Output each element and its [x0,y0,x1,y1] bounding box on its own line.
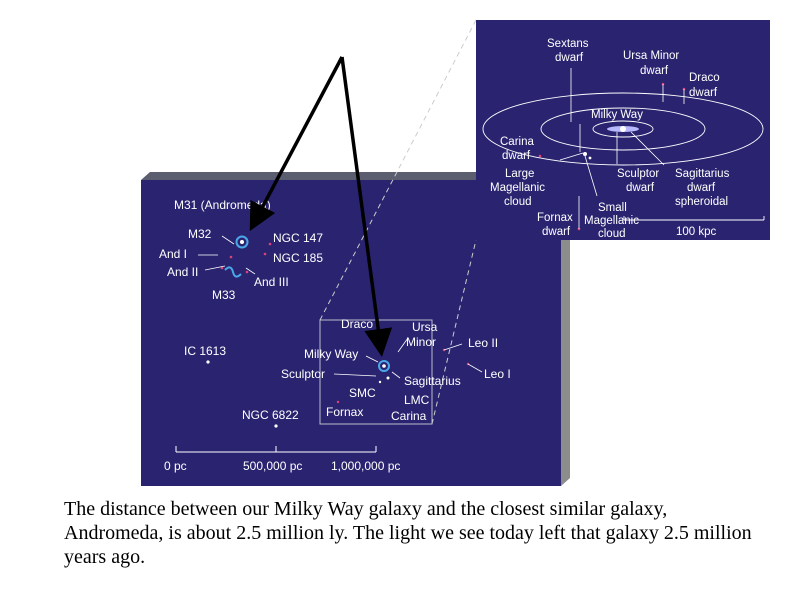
main-panel-top-face [141,172,570,180]
inset-label-smc-3: cloud [598,228,626,240]
label-ngc185: NGC 185 [273,251,323,265]
ngc6822-marker [274,424,278,428]
inset-labels: Sextans dwarf Ursa Minor dwarf Draco dwa… [490,38,730,240]
scale-tick-500k: 500,000 pc [243,459,302,473]
arrow-to-andromeda [249,56,344,232]
inset-label-smc-1: Small [598,202,627,214]
label-ic1613: IC 1613 [184,344,226,358]
inset-scale-label: 100 kpc [676,226,717,238]
and1-marker [229,255,233,259]
label-fornax: Fornax [326,405,363,419]
m33-spiral-icon [224,266,242,278]
inset-label-lmc-3: cloud [504,196,532,208]
inset-label-milky-way: Milky Way [591,109,643,121]
inset-label-ursa-minor-1: Ursa Minor [623,50,679,62]
label-leo1: Leo I [484,367,511,381]
inset-label-carina-1: Carina [500,136,534,148]
scale-tick-1m: 1,000,000 pc [331,459,400,473]
label-sagittarius: Sagittarius [404,374,461,388]
label-m31: M31 (Andromeda) [174,198,271,212]
scale-tick-0: 0 pc [164,459,187,473]
inset-label-draco-1: Draco [689,72,720,84]
inset-label-sculptor-1: Sculptor [617,168,659,180]
main-panel-labels: M31 (Andromeda) M32 NGC 147 NGC 185 And … [159,198,511,473]
inset-label-sagittarius-1: Sagittarius [675,168,730,180]
label-leo2: Leo II [468,336,498,350]
caption-text: The distance between our Milky Way galax… [64,498,752,568]
inset-carina-marker [538,154,542,158]
main-panel-side-face [561,172,570,486]
inset-orbit-rings [482,92,764,166]
inset-label-sagittarius-2: dwarf [687,182,716,194]
ngc147-marker [268,242,272,246]
fornax-marker [336,400,340,404]
label-ngc6822: NGC 6822 [242,408,299,422]
label-sculptor: Sculptor [281,367,325,381]
inset-label-draco-2: dwarf [689,87,718,99]
inset-label-sextans-1: Sextans [547,38,589,50]
ngc185-marker [263,252,267,256]
inset-milky-way-core [607,126,639,132]
and2-marker [220,266,224,270]
zoom-connector-lines [319,19,477,425]
inset-smc-marker [588,156,592,160]
and3-marker [245,270,249,274]
andromeda-leader-lines [198,235,256,275]
inset-scale-bar [623,216,765,221]
inset-label-carina-2: dwarf [502,150,531,162]
label-milky-way: Milky Way [304,347,358,361]
inset-label-lmc-1: Large [505,168,534,180]
pointer-arrows [249,56,393,357]
label-ngc147: NGC 147 [273,231,323,245]
inset-label-fornax-1: Fornax [537,212,573,224]
label-m33: M33 [212,288,236,302]
label-draco: Draco [341,317,373,331]
m31-spiral-icon [235,235,249,249]
ic1613-marker [206,360,210,364]
lmc-marker [386,376,390,380]
inset-label-sagittarius-3: spheroidal [675,196,728,208]
smc-marker [378,380,382,384]
arrow-to-milky-way [340,56,393,357]
label-and1: And I [159,247,187,261]
inset-label-lmc-2: Magellanic [490,182,545,194]
andromeda-group [220,235,272,278]
label-lmc: LMC [404,393,430,407]
label-ursa-minor-2: Minor [406,335,436,349]
label-and3: And III [254,275,289,289]
inset-label-ursa-minor-2: dwarf [640,65,669,77]
distance-scale-bar [175,446,377,453]
label-and2: And II [167,265,198,279]
inset-leader-lines [559,68,685,229]
label-m32: M32 [188,227,212,241]
inset-label-sextans-2: dwarf [555,52,584,64]
milky-way-leader-lines [333,337,483,379]
inset-label-smc-2: Magellanic [584,215,639,227]
milky-way-spiral-icon [378,360,390,372]
label-carina: Carina [391,409,427,423]
label-smc: SMC [349,386,376,400]
inset-label-fornax-2: dwarf [542,226,571,238]
inset-label-sculptor-2: dwarf [626,182,655,194]
inset-lmc-marker [583,152,587,156]
inset-panel: Sextans dwarf Ursa Minor dwarf Draco dwa… [476,20,770,240]
label-ursa-minor-1: Ursa [412,320,438,334]
